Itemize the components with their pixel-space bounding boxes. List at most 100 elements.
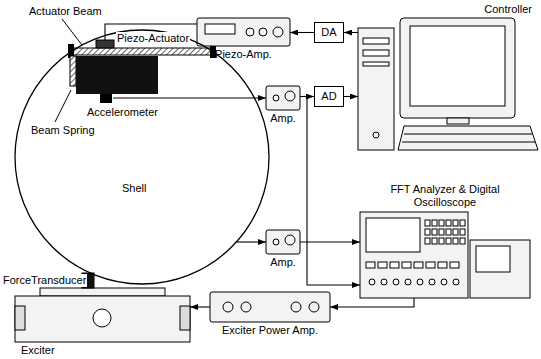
exciter-shaker: [40, 288, 165, 296]
fft-analyzer-oscilloscope: [453, 279, 459, 285]
power-amplifier-device: [309, 302, 319, 312]
actuator-beam-assembly: [76, 56, 158, 94]
amplifier-icon: [273, 239, 279, 245]
fft-analyzer-oscilloscope: [453, 229, 458, 235]
part-label: ForceTransducer: [2, 274, 87, 287]
node-label: Piezo-Amp.: [215, 48, 272, 61]
computer-controller: [398, 126, 538, 150]
exciter-shaker: [180, 306, 190, 330]
power-amplifier-device: [210, 292, 330, 322]
fft-analyzer-oscilloscope: [460, 229, 465, 235]
amplifier-unit: Amp.: [266, 86, 300, 110]
fft-analyzer-oscilloscope: [393, 279, 399, 285]
shell-circle: Shell: [14, 29, 270, 285]
computer-controller: [358, 18, 538, 150]
fft-analyzer-oscilloscope: [417, 279, 423, 285]
actuator-beam-assembly: [70, 56, 76, 86]
node-label: Shell: [122, 182, 146, 195]
amplifier-icon: [266, 86, 300, 254]
power-amp-unit: Exciter Power Amp.: [210, 292, 330, 322]
signal-connector: [290, 32, 314, 33]
power-amplifier-device: [291, 302, 301, 312]
actuator-beam-assembly: [68, 40, 216, 103]
fft-analyzer-oscilloscope: [438, 262, 447, 268]
fft-analyzer-oscilloscope: [453, 238, 458, 244]
fft-analyzer-oscilloscope: [426, 262, 435, 268]
piezo-amplifier-device: [246, 28, 254, 36]
computer-controller: [358, 28, 394, 150]
amplifier-icon: [266, 86, 300, 110]
amplifier-unit: Amp.: [266, 230, 300, 254]
piezo-amp-unit: Piezo-Amp.: [197, 18, 290, 46]
signal-connector: [300, 241, 360, 242]
power-amplifier-device: [241, 302, 251, 312]
amplifier-icon: [285, 91, 295, 101]
fft-analyzer-oscilloscope: [446, 229, 451, 235]
fft-analyzer-oscilloscope: [366, 262, 375, 268]
leader-lines: [55, 19, 82, 122]
fft-analyzer-oscilloscope: [402, 262, 411, 268]
leader-lines: [55, 90, 71, 122]
fft-analyzer-oscilloscope: [460, 238, 465, 244]
amplifier-icon: [266, 230, 300, 254]
analyzer-unit: FFT Analyzer & Digital Oscilloscope: [360, 212, 530, 298]
fft-analyzer-oscilloscope: [446, 238, 451, 244]
fft-analyzer-oscilloscope: [360, 212, 530, 298]
power-amplifier-device: [223, 302, 233, 312]
fft-analyzer-oscilloscope: [425, 220, 430, 226]
fft-analyzer-oscilloscope: [414, 262, 423, 268]
fft-analyzer-oscilloscope: [476, 246, 510, 272]
node-label: Controller: [484, 3, 532, 16]
computer-controller: [447, 118, 469, 124]
piezo-amplifier-device: [205, 24, 235, 34]
fft-analyzer-oscilloscope: [470, 240, 530, 298]
fft-analyzer-oscilloscope: [381, 279, 387, 285]
actuator-beam-assembly: [100, 94, 112, 103]
fft-analyzer-oscilloscope: [432, 238, 437, 244]
signal-connector: [236, 241, 266, 242]
part-label: Beam Spring: [30, 124, 96, 137]
computer-controller: [373, 132, 379, 138]
fft-analyzer-oscilloscope: [390, 262, 399, 268]
computer-controller: [363, 50, 389, 56]
computer-controller: [410, 26, 505, 106]
fft-analyzer-oscilloscope: [360, 212, 468, 298]
exciter-shaker: [15, 296, 190, 342]
fft-analyzer-oscilloscope: [432, 220, 437, 226]
signal-connector: [113, 97, 266, 98]
piezo-amplifier-device: [197, 18, 290, 46]
signal-connector: [300, 97, 360, 286]
fft-analyzer-oscilloscope: [439, 238, 444, 244]
signal-connector: [344, 32, 358, 33]
actuator-beam-assembly: [96, 40, 114, 48]
node-label: DA: [321, 26, 336, 39]
amplifier-icon: [273, 95, 279, 101]
node-label: FFT Analyzer & Digital Oscilloscope: [386, 183, 504, 209]
fft-analyzer-oscilloscope: [425, 229, 430, 235]
node-label: Amp.: [270, 256, 296, 269]
node-label: Amp.: [270, 112, 296, 125]
fft-analyzer-oscilloscope: [429, 279, 435, 285]
controller-computer: Controller: [358, 18, 538, 150]
shell-outline: [15, 30, 269, 284]
piezo-amplifier-device: [197, 18, 290, 46]
exciter-unit: Exciter: [15, 288, 190, 342]
converter-box: DA: [314, 22, 344, 43]
power-amplifier-device: [210, 292, 330, 322]
fft-analyzer-oscilloscope: [366, 218, 420, 252]
converter-box: AD: [314, 86, 344, 107]
fft-analyzer-oscilloscope: [369, 279, 375, 285]
exciter-shaker: [93, 309, 111, 327]
fft-analyzer-oscilloscope: [425, 238, 430, 244]
node-label: AD: [321, 90, 336, 103]
signal-connector: [344, 96, 358, 97]
fft-analyzer-oscilloscope: [378, 262, 387, 268]
part-label: Actuator Beam: [28, 5, 103, 18]
leader-lines: [62, 19, 82, 45]
node-label: Exciter Power Amp.: [222, 324, 318, 337]
part-label: Accelerometer: [86, 106, 159, 119]
amplifier-icon: [285, 235, 295, 245]
computer-controller: [363, 38, 389, 44]
